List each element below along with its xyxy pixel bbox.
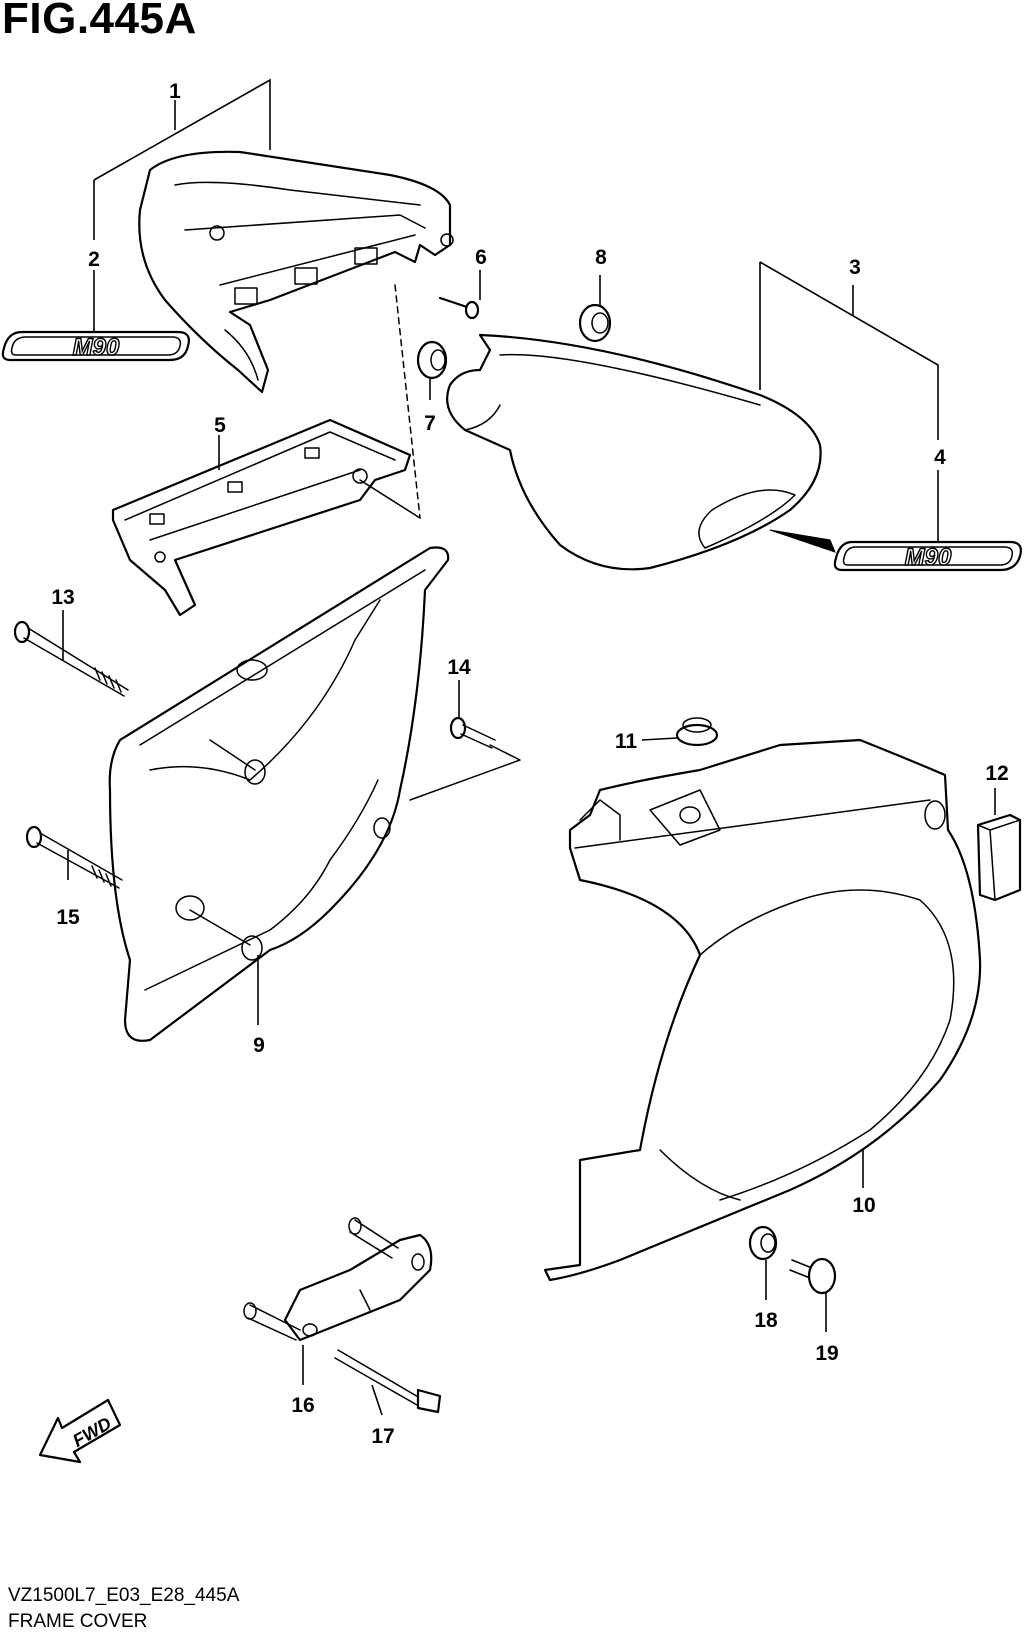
callout-5[interactable]: 5 <box>214 414 226 437</box>
fwd-arrow-icon: FWD <box>38 1398 122 1464</box>
callout-6[interactable]: 6 <box>475 246 487 269</box>
callout-9[interactable]: 9 <box>253 1034 265 1057</box>
callout-17[interactable]: 17 <box>371 1425 394 1448</box>
callout-14[interactable]: 14 <box>447 656 471 679</box>
callout-12[interactable]: 12 <box>985 762 1008 785</box>
part-6-screw[interactable] <box>438 296 480 320</box>
part-7-grommet[interactable] <box>416 340 448 380</box>
part-15-bolt[interactable] <box>25 825 123 889</box>
footer-name: FRAME COVER <box>8 1611 148 1632</box>
part-1-cover[interactable] <box>138 150 454 394</box>
callout-11[interactable]: 11 <box>615 730 638 753</box>
part-12-pad[interactable] <box>976 813 1022 902</box>
callout-19[interactable]: 19 <box>815 1342 838 1365</box>
part-10-lower-cover[interactable] <box>543 738 982 1282</box>
callout-18[interactable]: 18 <box>754 1309 778 1332</box>
part-3-side-cover[interactable] <box>446 333 822 571</box>
part-14-bolt[interactable] <box>449 716 496 749</box>
callout-1[interactable]: 1 <box>169 80 181 103</box>
part-2-emblem[interactable]: M90 <box>1 330 190 362</box>
callout-16[interactable]: 16 <box>291 1394 314 1417</box>
callout-4[interactable]: 4 <box>934 446 946 469</box>
callout-13[interactable]: 13 <box>51 586 74 609</box>
part-19-rivet[interactable] <box>789 1257 837 1295</box>
part-8-grommet[interactable] <box>578 303 612 343</box>
callout-10[interactable]: 10 <box>852 1194 875 1217</box>
part-18-grommet[interactable] <box>748 1225 778 1261</box>
callout-7[interactable]: 7 <box>424 412 436 435</box>
callout-2[interactable]: 2 <box>88 248 100 271</box>
callout-15[interactable]: 15 <box>56 906 80 929</box>
part-11-grommet[interactable] <box>675 717 719 747</box>
emblem-4-text: M90 <box>905 544 952 571</box>
figure-title: FIG.445A <box>2 0 197 43</box>
part-4-emblem[interactable]: M90 <box>769 529 1022 572</box>
part-17-bolt[interactable] <box>334 1349 442 1414</box>
emblem-2-text: M90 <box>73 334 120 361</box>
part-13-bolt[interactable] <box>13 620 129 697</box>
callout-8[interactable]: 8 <box>595 246 607 269</box>
callout-3[interactable]: 3 <box>849 256 861 279</box>
leader-lines <box>62 78 996 1416</box>
part-16-bracket[interactable] <box>243 1217 433 1342</box>
part-9-frame-cover[interactable] <box>108 546 450 1042</box>
footer-code: VZ1500L7_E03_E28_445A <box>8 1585 240 1606</box>
part-5-bracket[interactable] <box>111 418 412 617</box>
